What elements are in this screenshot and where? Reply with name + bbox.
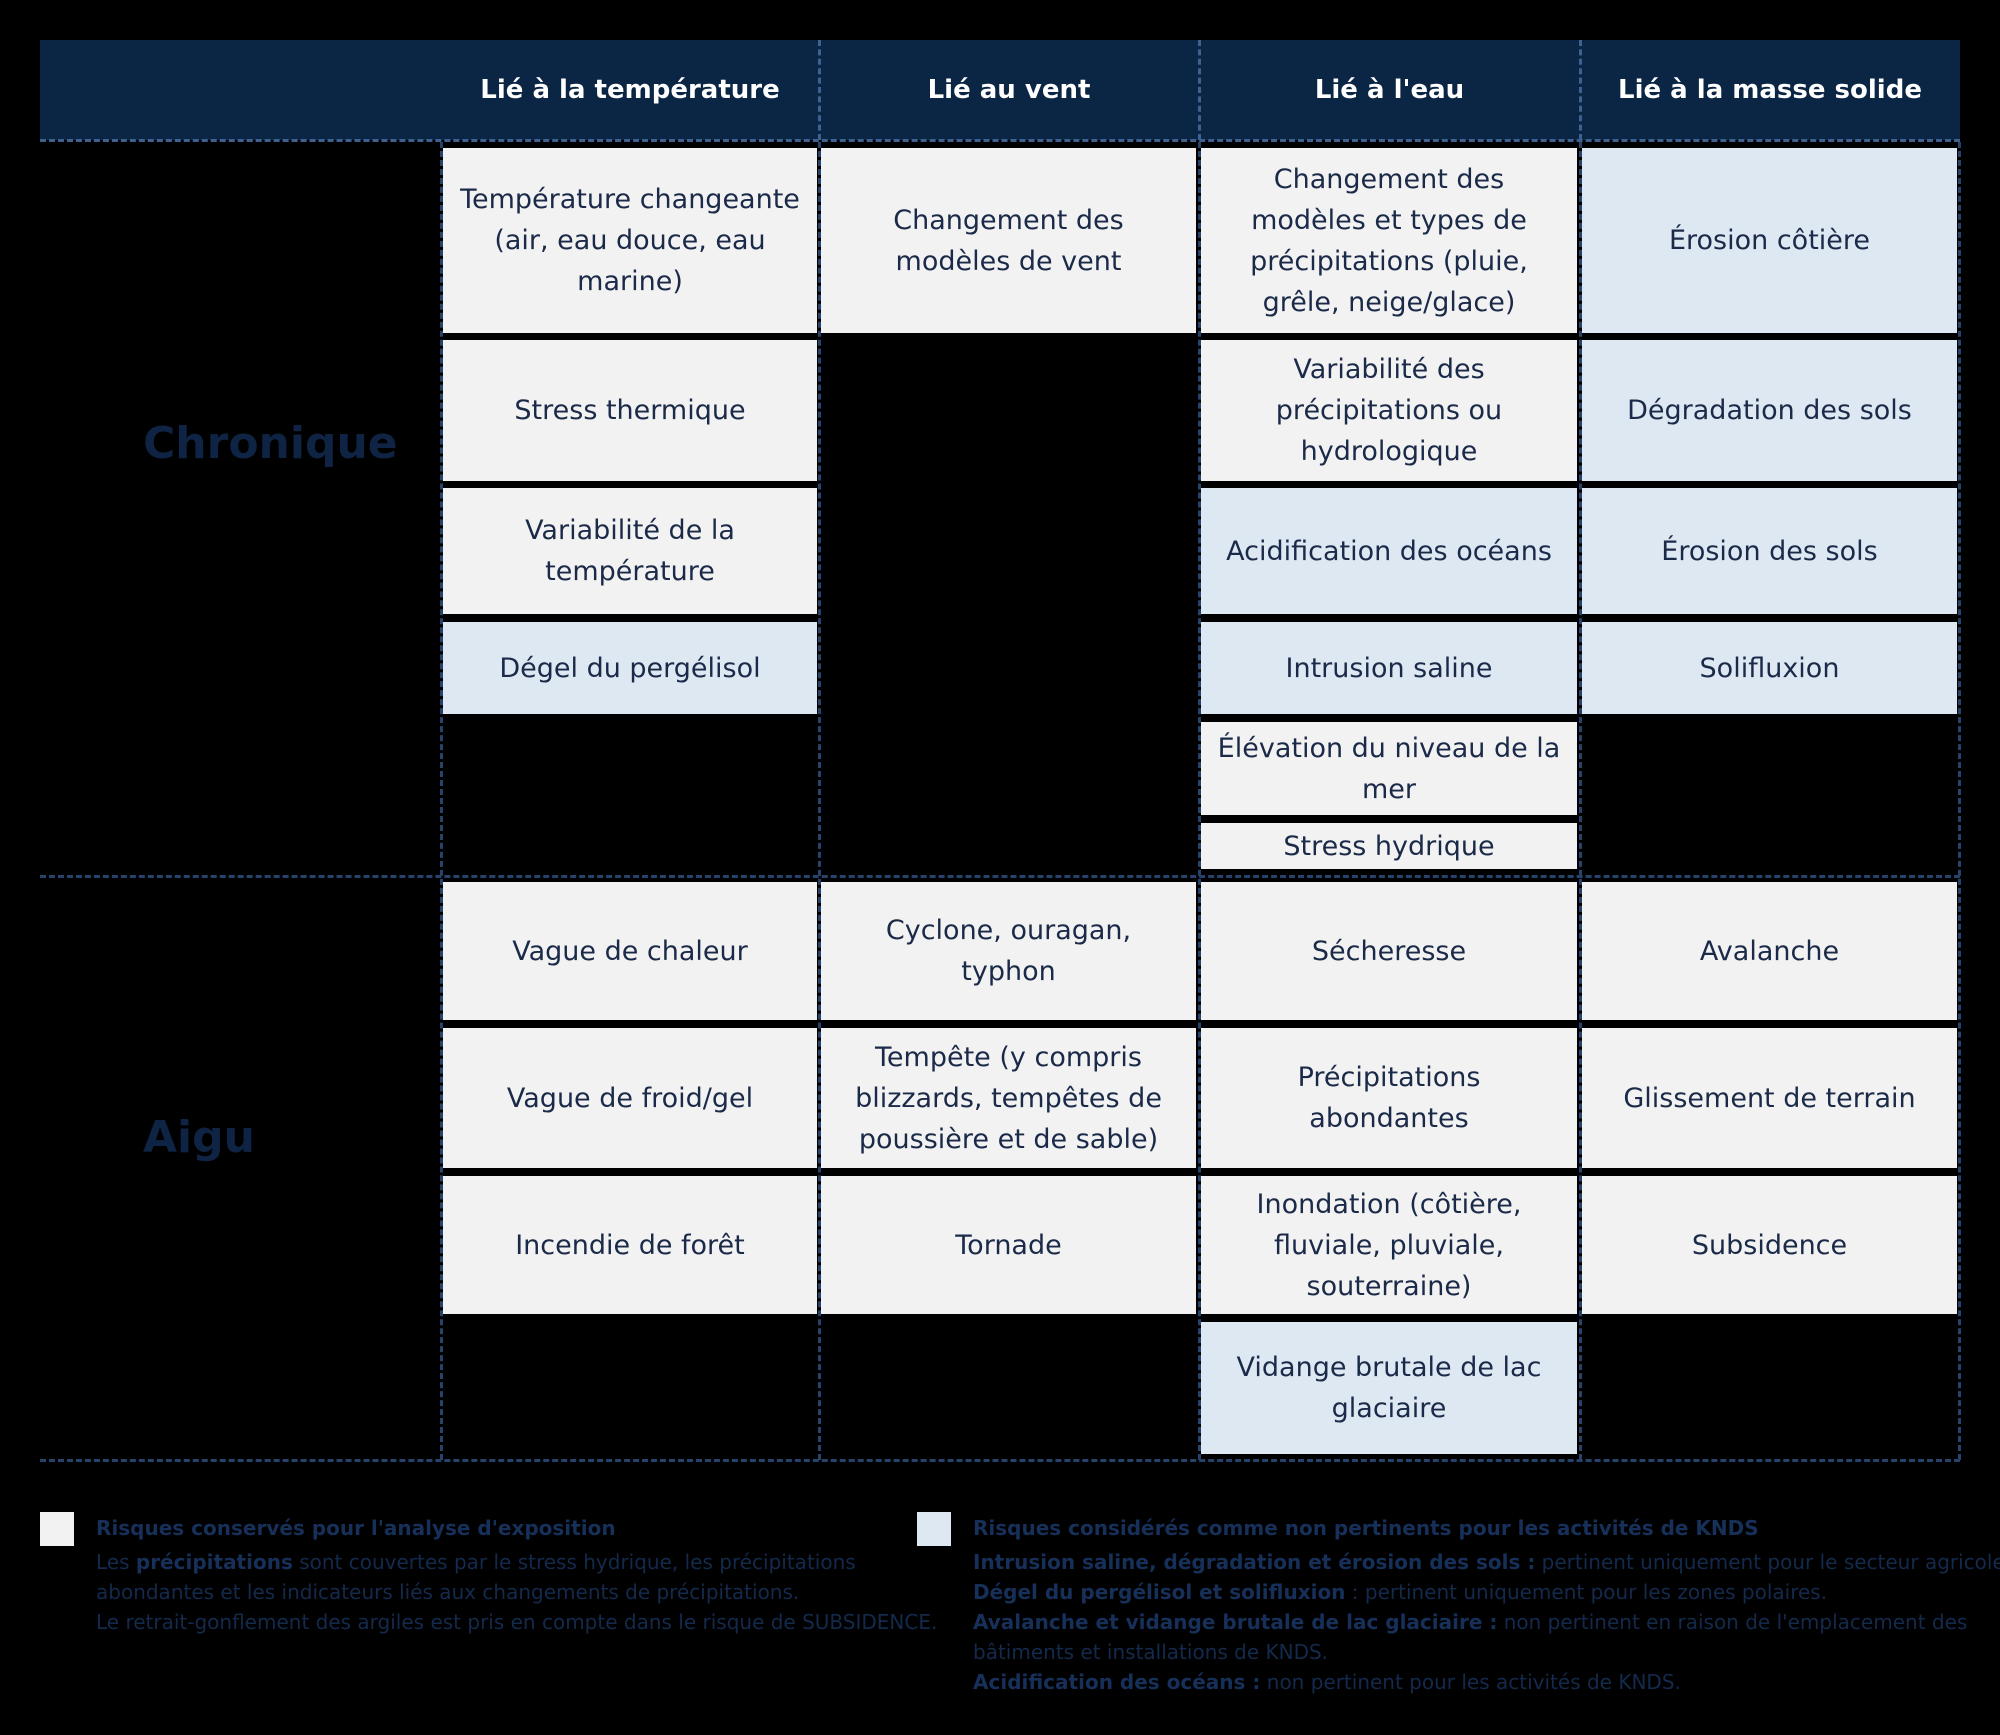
column-header-water: Lié à l'eau <box>1314 75 1465 105</box>
column-divider <box>818 142 821 1460</box>
column-header-wind: Lié au vent <box>927 75 1091 105</box>
risk-cell: Dégradation des sols <box>1582 340 1957 481</box>
column-header-temperature: Lié à la température <box>480 75 780 105</box>
risk-cell: Variabilité des précipitations ou hydrol… <box>1201 340 1577 481</box>
risk-cell: Glissement de terrain <box>1582 1028 1957 1168</box>
risk-cell: Dégel du pergélisol <box>443 622 817 714</box>
risk-cell: Sécheresse <box>1201 882 1577 1020</box>
risk-cell: Inondation (côtière, fluviale, pluviale,… <box>1201 1176 1577 1314</box>
risk-cell: Vidange brutale de lac glaciaire <box>1201 1322 1577 1454</box>
risk-cell: Tempête (y compris blizzards, tempêtes d… <box>821 1028 1196 1168</box>
legend-text-excluded: Avalanche et vidange brutale de lac glac… <box>973 1610 1968 1634</box>
column-divider <box>1958 142 1961 1460</box>
legend-text-excluded: Intrusion saline, dégradation et érosion… <box>973 1550 2000 1574</box>
risk-cell: Érosion des sols <box>1582 488 1957 614</box>
risk-cell: Cyclone, ouragan, typhon <box>821 882 1196 1020</box>
legend-text-excluded: Dégel du pergélisol et solifluxion : per… <box>973 1580 1828 1604</box>
risk-cell: Subsidence <box>1582 1176 1957 1314</box>
legend-text-kept: Les précipitations sont couvertes par le… <box>96 1550 856 1574</box>
column-divider <box>1579 142 1582 1460</box>
legend-text-kept: abondantes et les indicateurs liés aux c… <box>96 1580 800 1604</box>
header-divider <box>1198 40 1201 140</box>
legend-text-excluded: bâtiments et installations de KNDS. <box>973 1640 1329 1664</box>
risk-cell: Température changeante (air, eau douce, … <box>443 148 817 333</box>
column-header-bar <box>40 40 1960 140</box>
risk-cell: Variabilité de la température <box>443 488 817 614</box>
legend-swatch-kept <box>40 1512 74 1546</box>
legend-text-excluded: Acidification des océans : non pertinent… <box>973 1670 1681 1694</box>
legend-title-kept: Risques conservés pour l'analyse d'expos… <box>96 1516 616 1540</box>
column-divider <box>440 142 443 1460</box>
legend-swatch-excluded <box>917 1512 951 1546</box>
risk-cell: Érosion côtière <box>1582 148 1957 333</box>
row-label-chronic: Chronique <box>143 418 398 469</box>
risk-cell: Changement des modèles et types de préci… <box>1201 148 1577 333</box>
header-divider <box>1579 40 1582 140</box>
header-divider <box>818 40 821 140</box>
legend-text-kept: Le retrait-gonflement des argiles est pr… <box>96 1610 938 1634</box>
risk-cell: Tornade <box>821 1176 1196 1314</box>
risk-cell: Stress thermique <box>443 340 817 481</box>
risk-cell: Solifluxion <box>1582 622 1957 714</box>
column-header-solid-mass: Lié à la masse solide <box>1618 75 1922 105</box>
risk-cell: Vague de froid/gel <box>443 1028 817 1168</box>
risk-cell: Incendie de forêt <box>443 1176 817 1314</box>
risk-cell: Acidification des océans <box>1201 488 1577 614</box>
risk-cell: Vague de chaleur <box>443 882 817 1020</box>
risk-cell: Précipitations abondantes <box>1201 1028 1577 1168</box>
risk-cell: Élévation du niveau de la mer <box>1201 722 1577 815</box>
section-divider <box>40 875 1960 878</box>
risk-cell: Stress hydrique <box>1201 823 1577 869</box>
legend-title-excluded: Risques considérés comme non pertinents … <box>973 1516 1759 1540</box>
risk-cell: Avalanche <box>1582 882 1957 1020</box>
table-bottom-border <box>40 1459 1960 1462</box>
row-label-acute: Aigu <box>143 1112 255 1163</box>
column-divider <box>1198 142 1201 1460</box>
risk-cell: Changement des modèles de vent <box>821 148 1196 333</box>
header-bottom-divider <box>40 139 1960 142</box>
risk-cell: Intrusion saline <box>1201 622 1577 714</box>
